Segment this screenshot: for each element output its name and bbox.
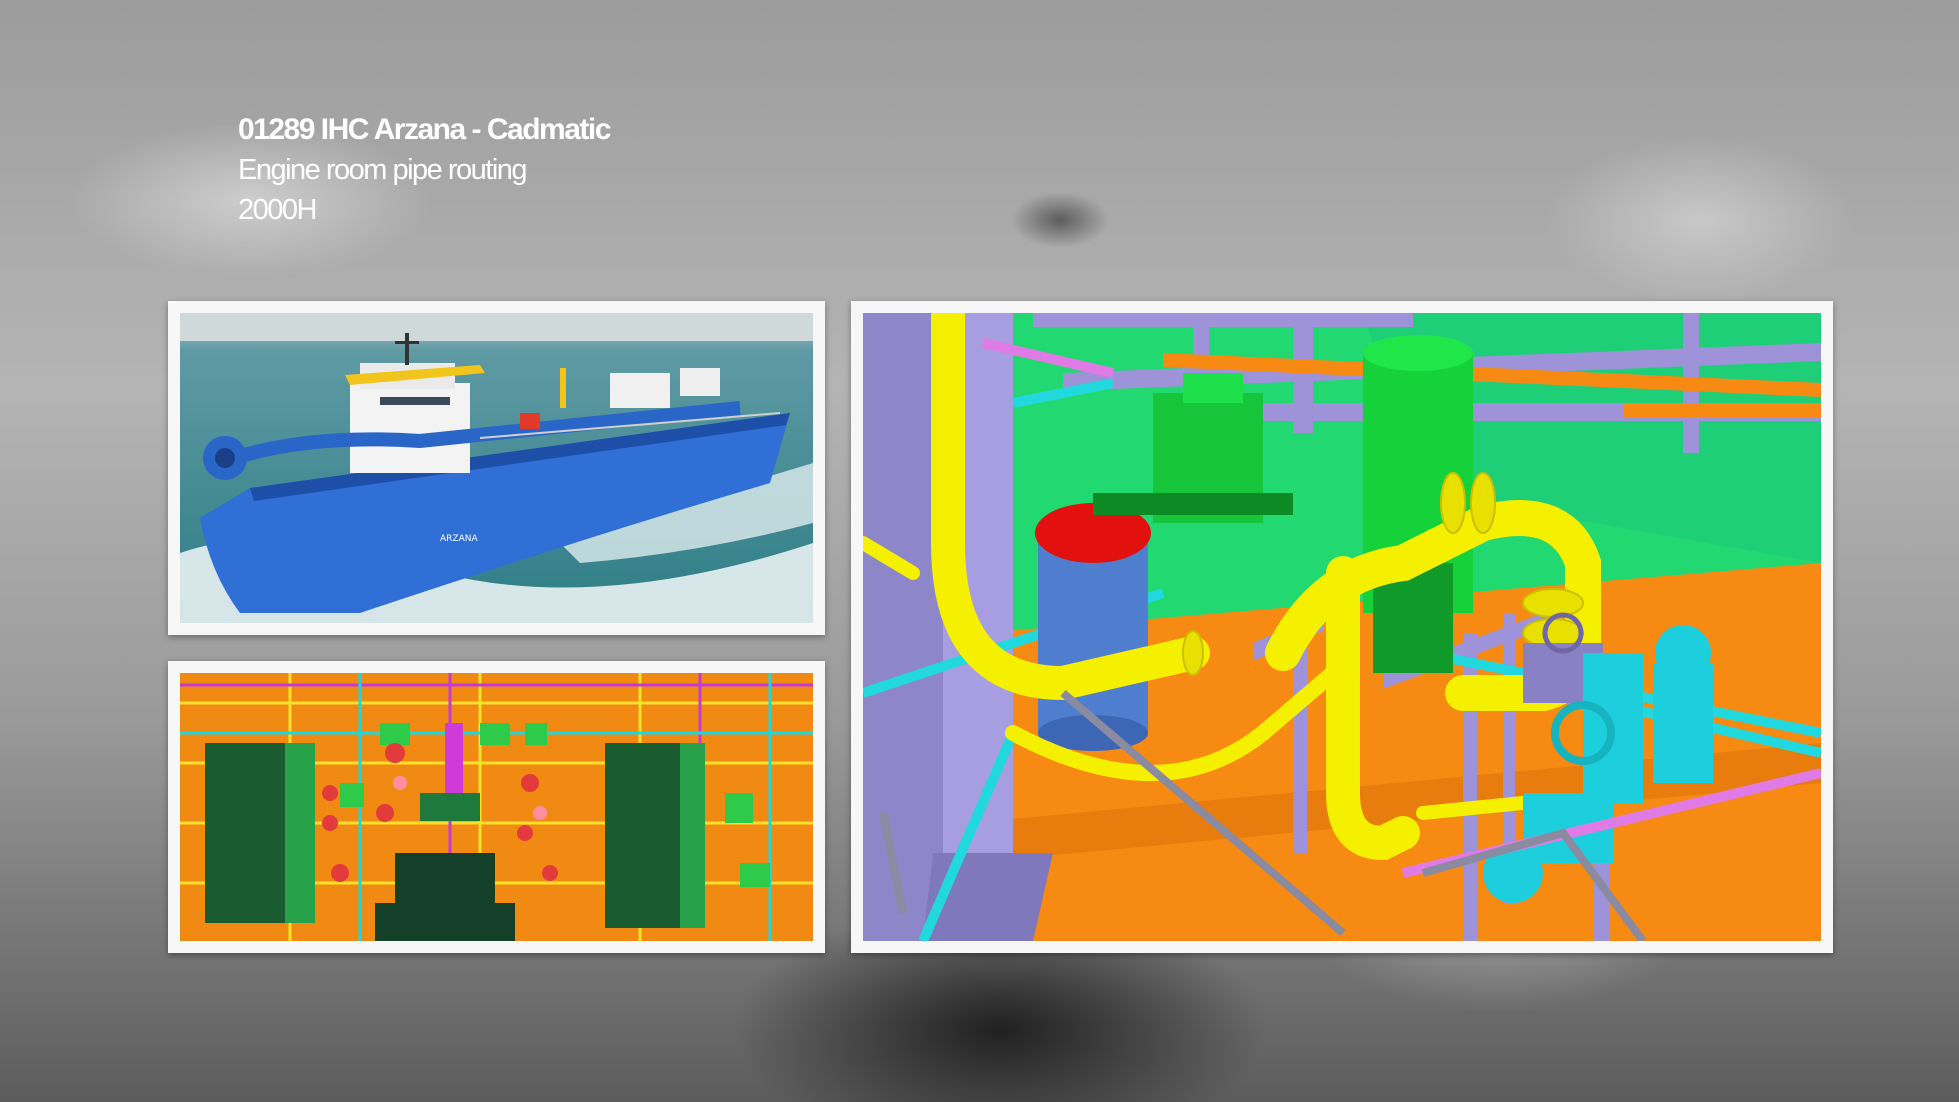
hull-name: ARZANA — [440, 534, 478, 544]
pipe-render-frame — [851, 301, 1833, 953]
background-bird — [960, 130, 1160, 280]
title-block: 01289 IHC Arzana - Cadmatic Engine room … — [238, 110, 611, 230]
slide-title: 01289 IHC Arzana - Cadmatic — [238, 113, 611, 146]
slide-hours: 2000H — [238, 194, 317, 226]
slide-subtitle: Engine room pipe routing — [238, 154, 528, 186]
ship-photo-frame: ARZANA — [168, 301, 825, 635]
ship-hull — [200, 413, 790, 613]
ship-photo: ARZANA — [180, 313, 813, 623]
deck-plan — [180, 673, 813, 941]
pipe-render — [863, 313, 1821, 941]
deck-plan-frame — [168, 661, 825, 953]
